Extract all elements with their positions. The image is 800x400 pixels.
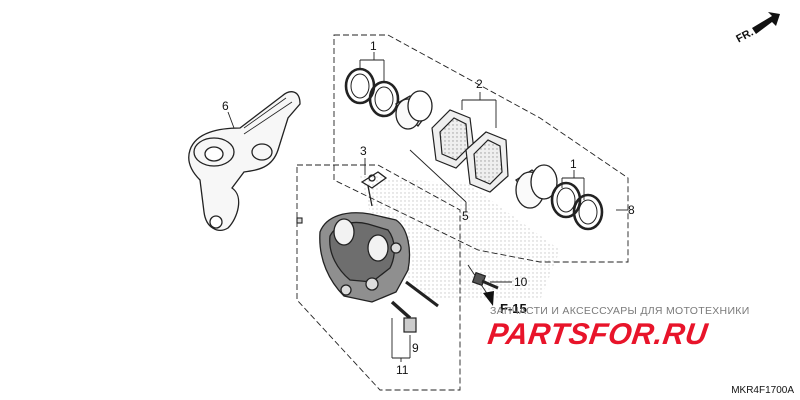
callout-5: 5	[462, 209, 469, 223]
diagram-code: MKR4F1700A	[731, 385, 794, 396]
leader-lines	[227, 52, 628, 362]
callout-10: 10	[514, 275, 528, 289]
brake-pads	[431, 109, 509, 193]
watermark-subtitle: ЗАПЧАСТИ И АКСЕССУАРЫ ДЛЯ МОТОТЕХНИКИ	[490, 305, 750, 317]
frame-caliper-body	[296, 164, 461, 391]
front-direction-arrow-icon	[752, 12, 780, 34]
watermark-brand: PARTSFOR.RU	[485, 318, 710, 351]
dashed-frames	[296, 34, 629, 391]
piston-right	[515, 164, 558, 209]
callout-11: 11	[396, 363, 409, 377]
slide-pins	[390, 280, 439, 333]
reference-label: F-15	[500, 301, 527, 316]
mounting-bolt	[471, 271, 499, 290]
caliper-body	[319, 212, 411, 303]
reference-arrow	[483, 291, 494, 306]
callout-6: 6	[222, 99, 229, 113]
piston-seals-right	[550, 181, 604, 231]
frame-pads-pistons	[333, 34, 629, 263]
piston-seals-top	[344, 67, 400, 118]
caliper-bracket	[188, 91, 301, 231]
callout-1-right: 1	[570, 157, 577, 171]
small-clip	[296, 217, 303, 224]
callout-1-top: 1	[370, 39, 377, 53]
piston-top	[394, 90, 433, 130]
callout-3: 3	[360, 144, 367, 158]
callout-9: 9	[412, 341, 419, 355]
pad-spring	[360, 171, 388, 207]
callout-8: 8	[628, 203, 635, 217]
callout-2: 2	[476, 77, 483, 91]
